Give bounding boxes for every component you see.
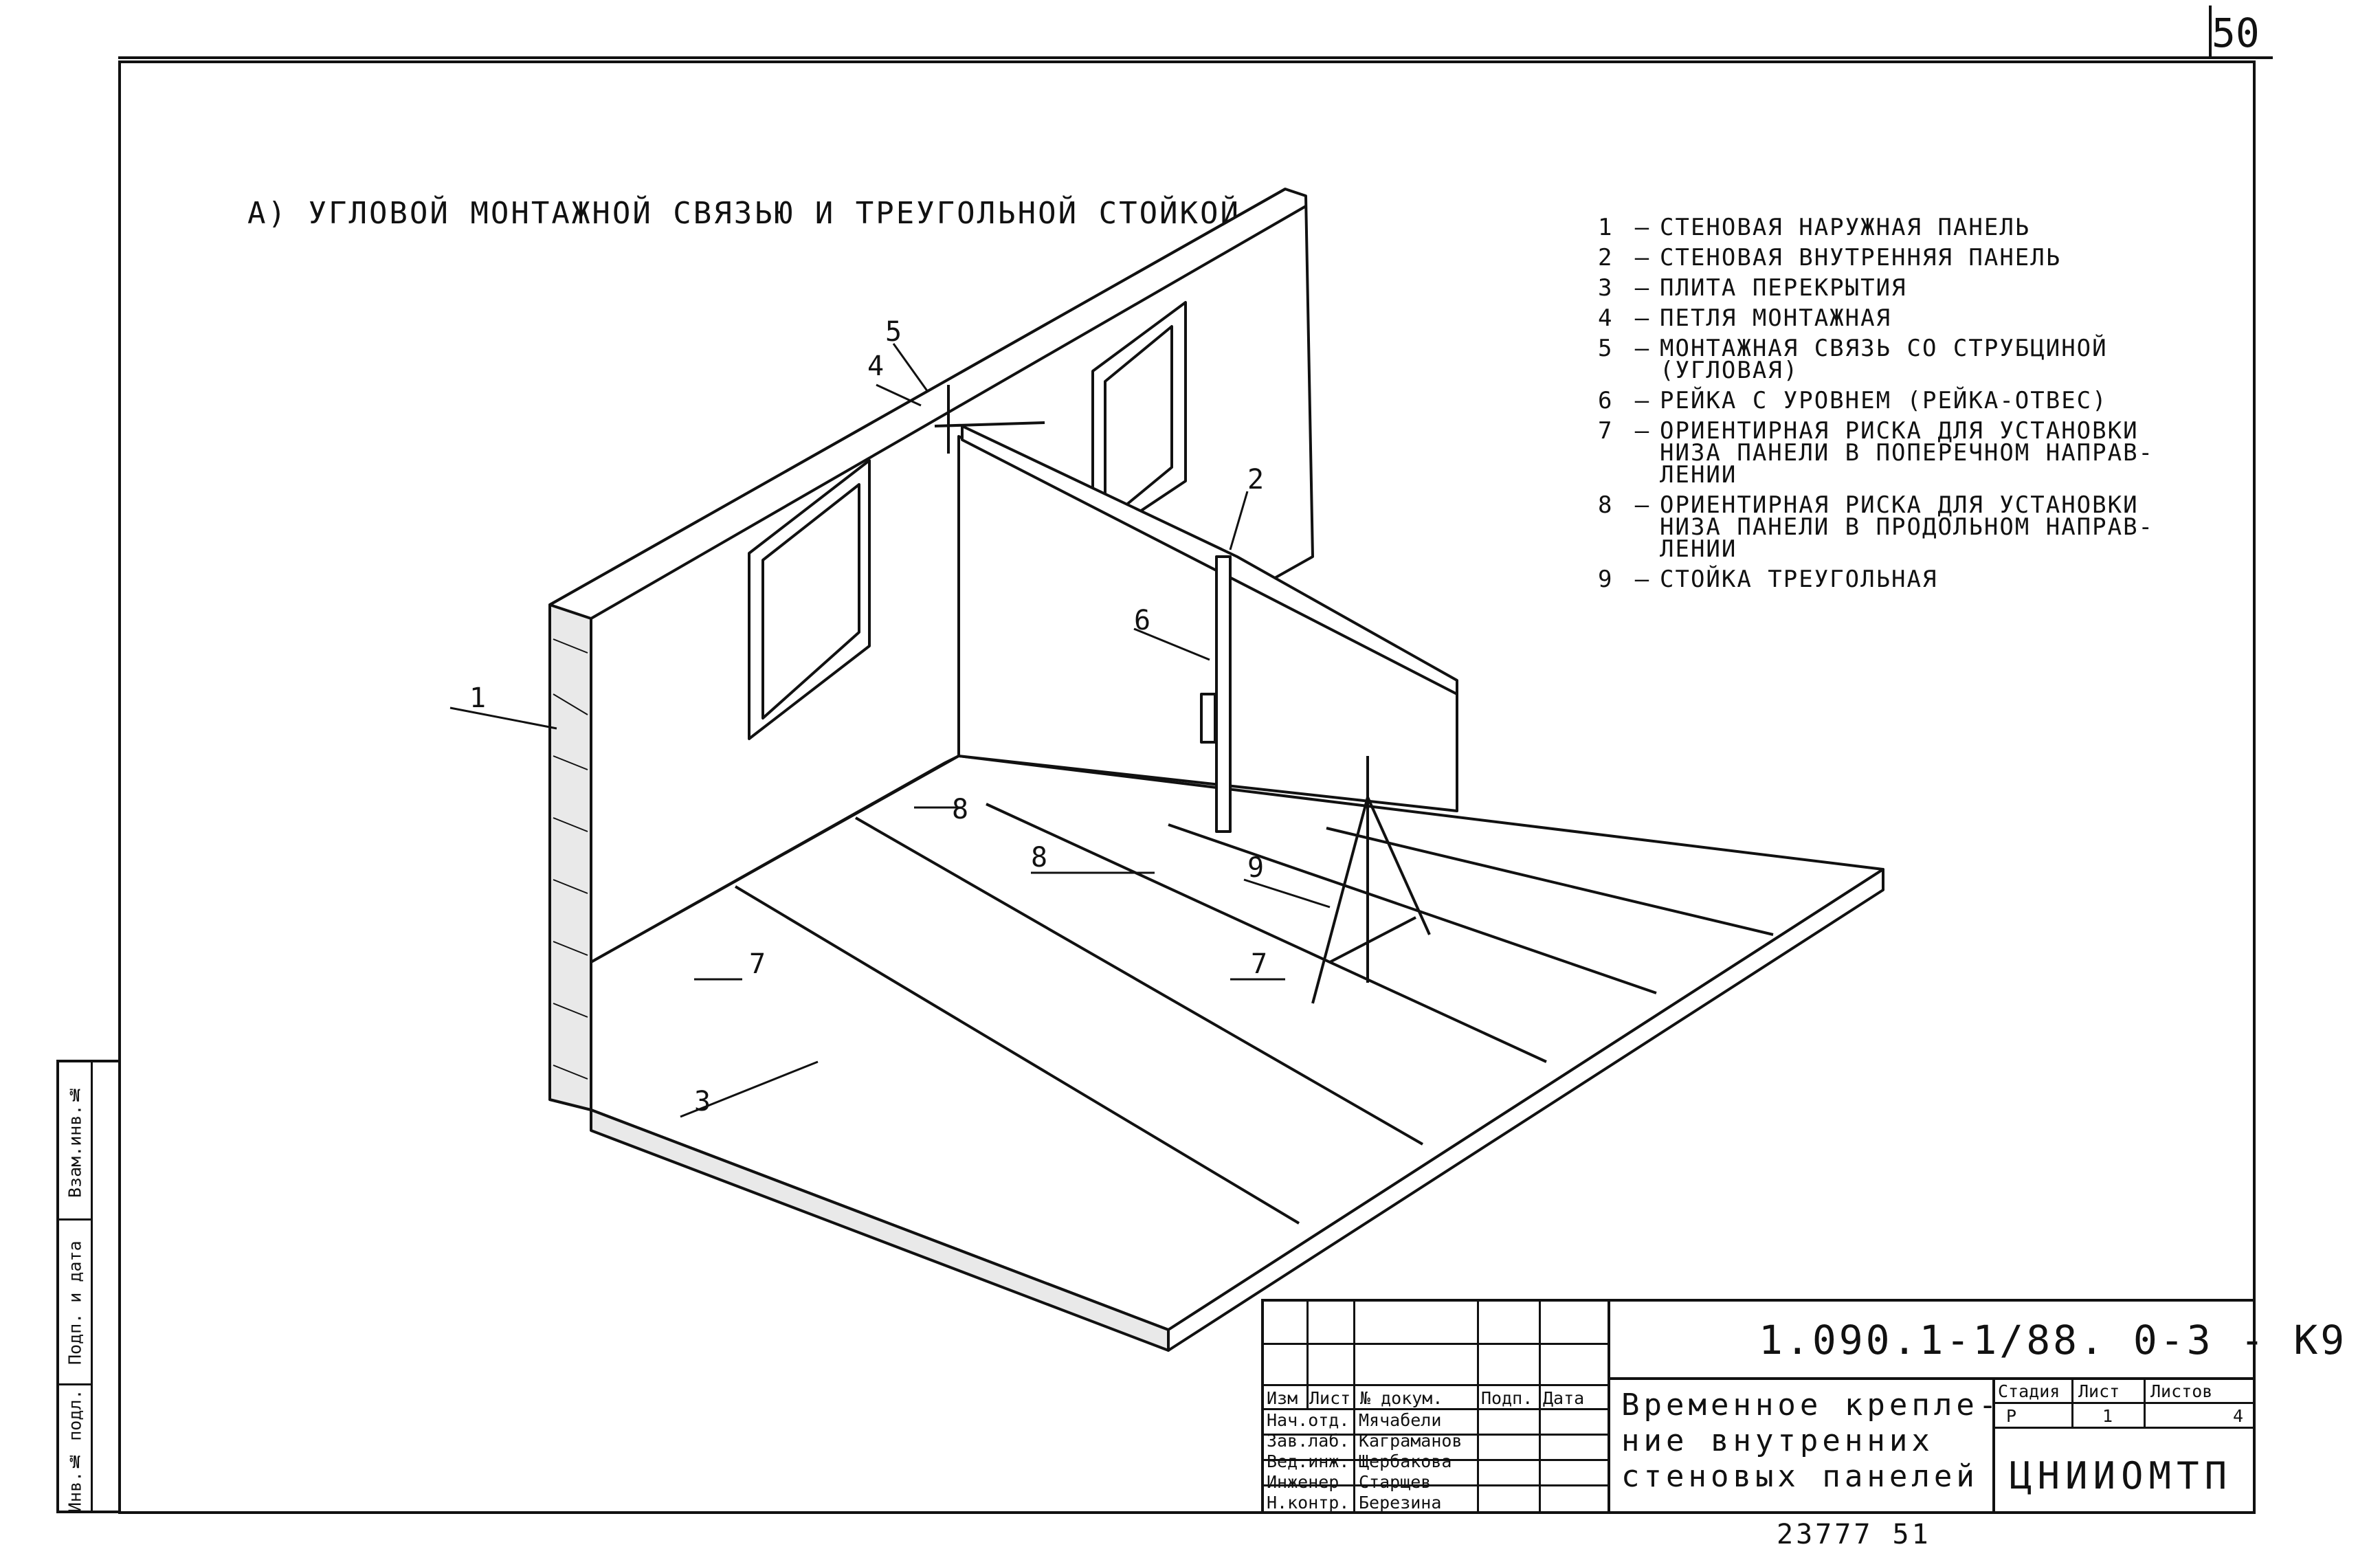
sheet-number: 50 [2212,10,2260,56]
stage-header-list: Лист [2078,1381,2120,1401]
legend-dash: — [1634,244,1651,271]
legend-number: 5 [1598,335,1614,362]
legend-text: СТЕНОВАЯ ВНУТРЕННЯЯ ПАНЕЛЬ [1660,244,2062,271]
legend-item: 6 — РЕЙКА С УРОВНЕМ (РЕЙКА-ОТВЕС) [1598,387,2216,414]
callout-8b: 8 [1031,842,1048,873]
callout-7a: 7 [749,948,766,980]
legend-item: 7 — ОРИЕНТИРНАЯ РИСКА ДЛЯ УСТАНОВКИ НИЗА П… [1598,417,2216,489]
callout-6: 6 [1134,605,1151,636]
legend-number: 3 [1598,274,1614,302]
legend-number: 7 [1598,417,1614,445]
organization-name: ЦНИИОМТП [2010,1454,2233,1497]
staff-name: Мячабели [1359,1410,1442,1430]
header-izm: Изм [1267,1388,1298,1408]
drawing-frame [118,60,2256,1514]
legend-dash: — [1634,304,1651,332]
callout-8a: 8 [952,794,969,825]
legend-number: 4 [1598,304,1614,332]
stage-value-stadia: Р [2006,1406,2017,1426]
drawing-title: Временное крепле- ние внутренних стеновы… [1621,1388,2001,1494]
legend-dash: — [1634,335,1651,362]
legend-number: 2 [1598,244,1614,271]
footer-number: 23777 51 [1777,1519,1931,1550]
callout-5: 5 [885,316,902,348]
staff-role: Нач.отд. [1267,1410,1350,1430]
side-stamp: Взам.инв.№ Подп. и дата Инв.№ подл. [56,1060,120,1513]
leader-lines [449,343,1331,1118]
legend-dash: — [1634,214,1651,241]
legend: 1 — СТЕНОВАЯ НАРУЖНАЯ ПАНЕЛЬ 2 — СТЕНОВАЯ ВНУ… [1598,216,2216,599]
legend-text: РЕЙКА С УРОВНЕМ (РЕЙКА-ОТВЕС) [1660,387,2108,414]
legend-item: 3 — ПЛИТА ПЕРЕКРЫТИЯ [1598,274,2216,302]
legend-dash: — [1634,387,1651,414]
legend-text: МОНТАЖНАЯ СВЯЗЬ СО СТРУБЦИНОЙ (УГЛОВАЯ) [1660,335,2108,384]
legend-text: ПЛИТА ПЕРЕКРЫТИЯ [1660,274,1907,302]
legend-text: ОРИЕНТИРНАЯ РИСКА ДЛЯ УСТАНОВКИ НИЗА ПАН… [1660,417,2155,489]
inner-wall-panel [957,425,1458,812]
callout-3: 3 [694,1086,711,1117]
top-rule [118,56,2273,59]
legend-item: 8 — ОРИЕНТИРНАЯ РИСКА ДЛЯ УСТАНОВКИ НИЗА П… [1598,491,2216,563]
staff-name: Каграманов [1359,1431,1463,1451]
header-podp: Подп. [1481,1388,1533,1408]
stage-value-listov: 4 [2233,1406,2244,1426]
title-block: 1.090.1-1/88. 0-3 - К9 Временное крепле-… [1261,1299,2344,1513]
outer-wall-panel [548,188,1314,1111]
legend-text: ОРИЕНТИРНАЯ РИСКА ДЛЯ УСТАНОВКИ НИЗА ПАН… [1660,491,2155,563]
legend-number: 6 [1598,387,1614,414]
legend-number: 8 [1598,491,1614,519]
callout-2: 2 [1247,464,1265,495]
corner-connector [934,385,1045,454]
staff-role: Зав.лаб. [1267,1431,1350,1451]
staff-name: Березина [1359,1493,1442,1513]
staff-name: Старщев [1359,1472,1432,1492]
document-code: 1.090.1-1/88. 0-3 - К9 [1759,1317,2348,1363]
legend-item: 4 — ПЕТЛЯ МОНТАЖНАЯ [1598,304,2216,332]
header-doc: № докум. [1360,1388,1443,1408]
legend-text: СТОЙКА ТРЕУГОЛЬНАЯ [1660,566,1938,593]
side-stamp-divider [91,1062,93,1511]
legend-dash: — [1634,566,1651,593]
legend-dash: — [1634,491,1651,519]
header-list: Лист [1309,1388,1351,1408]
legend-number: 9 [1598,566,1614,593]
legend-text: ПЕТЛЯ МОНТАЖНАЯ [1660,304,1892,332]
drawing-subtitle: А) УГЛОВОЙ МОНТАЖНОЙ СВЯЗЬЮ И ТРЕУГОЛЬНО… [247,196,1241,231]
callout-1: 1 [469,682,487,714]
floor-slabs [590,755,1884,1352]
staff-name: Щербакова [1359,1451,1452,1471]
legend-item: 2 — СТЕНОВАЯ ВНУТРЕННЯЯ ПАНЕЛЬ [1598,244,2216,271]
staff-role: Инженер [1267,1472,1339,1492]
legend-item: 1 — СТЕНОВАЯ НАРУЖНАЯ ПАНЕЛЬ [1598,214,2216,241]
legend-number: 1 [1598,214,1614,241]
callout-4: 4 [867,350,885,382]
legend-dash: — [1634,417,1651,445]
leveling-rod [1200,555,1232,833]
staff-role: Вед.инж. [1267,1451,1350,1471]
sheet-number-divider [2209,5,2212,59]
staff-role: Н.контр. [1267,1493,1350,1513]
legend-item: 5 — МОНТАЖНАЯ СВЯЗЬ СО СТРУБЦИНОЙ (УГЛОВАЯ… [1598,335,2216,384]
callout-9: 9 [1247,852,1265,884]
stage-header-listov: Листов [2150,1381,2213,1401]
stage-header-stadia: Стадия [1998,1381,2060,1401]
header-data: Дата [1543,1388,1585,1408]
stage-value-list: 1 [2102,1406,2113,1426]
legend-item: 9 — СТОЙКА ТРЕУГОЛЬНАЯ [1598,566,2216,593]
legend-dash: — [1634,274,1651,302]
legend-text: СТЕНОВАЯ НАРУЖНАЯ ПАНЕЛЬ [1660,214,2031,241]
triangular-stand [1311,756,1431,1004]
callout-7b: 7 [1251,948,1268,980]
